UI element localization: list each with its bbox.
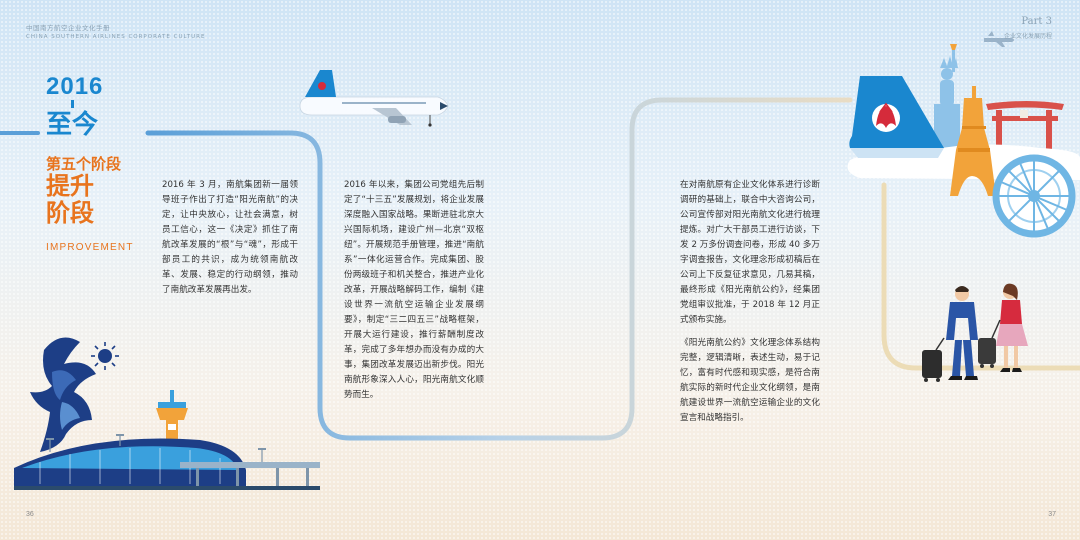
sun-icon [91,342,119,370]
page-number-left: 36 [26,511,34,518]
body-column-3: 在对南航原有企业文化体系进行诊断调研的基础上，联合中大咨询公司，公司宣传部对阳光… [680,178,820,426]
stage-until: 至今 [46,110,99,140]
stage-year: 2016 [46,73,104,100]
body-column-3-paragraph-2: 《阳光南航公约》文化理念体系结构完整，逻辑清晰，表述生动，易于记忆，富有时代感和… [680,338,820,423]
airline-tail-logo [849,76,944,158]
stage-name: 提升阶段 [46,172,94,227]
year-connector [71,100,74,108]
brochure-header: 中国南方航空企业文化手册 CHINA SOUTHERN AIRLINES COR… [26,22,205,40]
section-header: Part 3 企业文化发展历程 [1004,16,1052,40]
brochure-title-cn: 中国南方航空企业文化手册 [26,24,110,32]
part-subtitle: 企业文化发展历程 [1003,33,1052,40]
statue-of-liberty [934,44,960,150]
body-column-2: 2016 年以来，集团公司党组先后制定了“十三五”发展规划，将企业发展深度融入国… [344,180,484,400]
stage-number: 第五个阶段 [46,155,122,173]
page-number-right: 37 [1048,511,1056,518]
phoenix-sculpture [30,337,96,452]
brochure-title-en: CHINA SOUTHERN AIRLINES CORPORATE CULTUR… [26,34,206,40]
part-label: Part 3 [1021,16,1052,27]
eiffel-tower [950,86,996,196]
timeline-path [0,97,1080,441]
body-column-3-paragraph-1: 在对南航原有企业文化体系进行诊断调研的基础上，联合中大咨询公司，公司宣传部对阳光… [680,180,820,325]
small-airplane-icon [984,31,1014,47]
torii-gate [986,101,1064,160]
body-column-1: 2016 年 3 月，南航集团新一届领导班子作出了打造“阳光南航”的决定，让中央… [162,180,298,295]
traveler-couple [922,283,1028,382]
airport-terminal [14,434,320,490]
ferris-wheel [992,154,1076,238]
airplane-illustration [299,70,449,127]
stage-name-en: IMPROVEMENT [46,242,134,253]
